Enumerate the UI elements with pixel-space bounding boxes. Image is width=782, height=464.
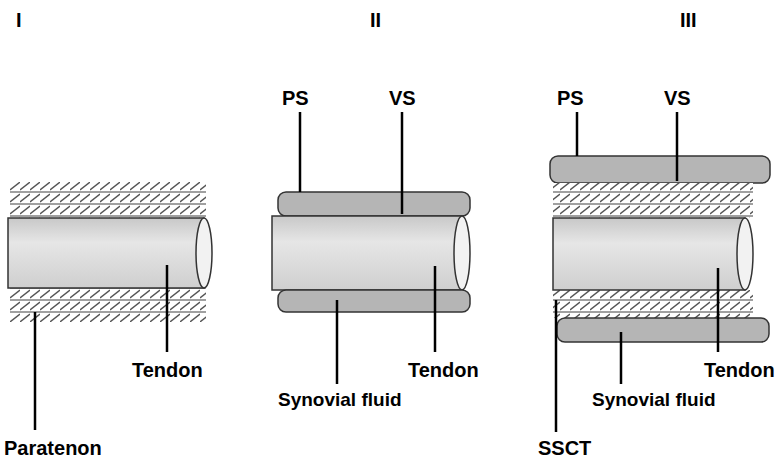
part-label: Paratenon — [4, 438, 102, 458]
part-label: SSCT — [538, 438, 591, 458]
part-label: Synovial fluid — [592, 390, 716, 409]
sheath-layer — [557, 318, 769, 342]
part-label: Tendon — [132, 360, 203, 380]
tendon-end — [737, 218, 753, 290]
part-label: PS — [282, 88, 309, 108]
sheath-layer — [278, 290, 470, 312]
sheath-layer — [550, 156, 770, 183]
ssct-layer — [553, 183, 753, 218]
ssct-layer — [553, 290, 753, 318]
part-label: PS — [557, 88, 584, 108]
paratenon-layer — [10, 288, 206, 322]
part-label: VS — [664, 88, 691, 108]
sheath-layer — [278, 192, 470, 216]
part-label: Tendon — [704, 360, 775, 380]
paratenon-layer — [10, 182, 206, 218]
tendon-cylinder — [272, 216, 462, 290]
panel-number: I — [16, 10, 22, 30]
tendon-cylinder — [8, 218, 204, 288]
part-label: Synovial fluid — [278, 390, 402, 409]
panel-number: II — [370, 10, 381, 30]
leader-lines — [35, 112, 718, 432]
tendon-end — [454, 216, 470, 290]
tendon-end — [196, 218, 212, 288]
part-label: Tendon — [408, 360, 479, 380]
tendon-cylinder — [553, 218, 745, 290]
panel-number: III — [680, 10, 697, 30]
part-label: VS — [389, 88, 416, 108]
